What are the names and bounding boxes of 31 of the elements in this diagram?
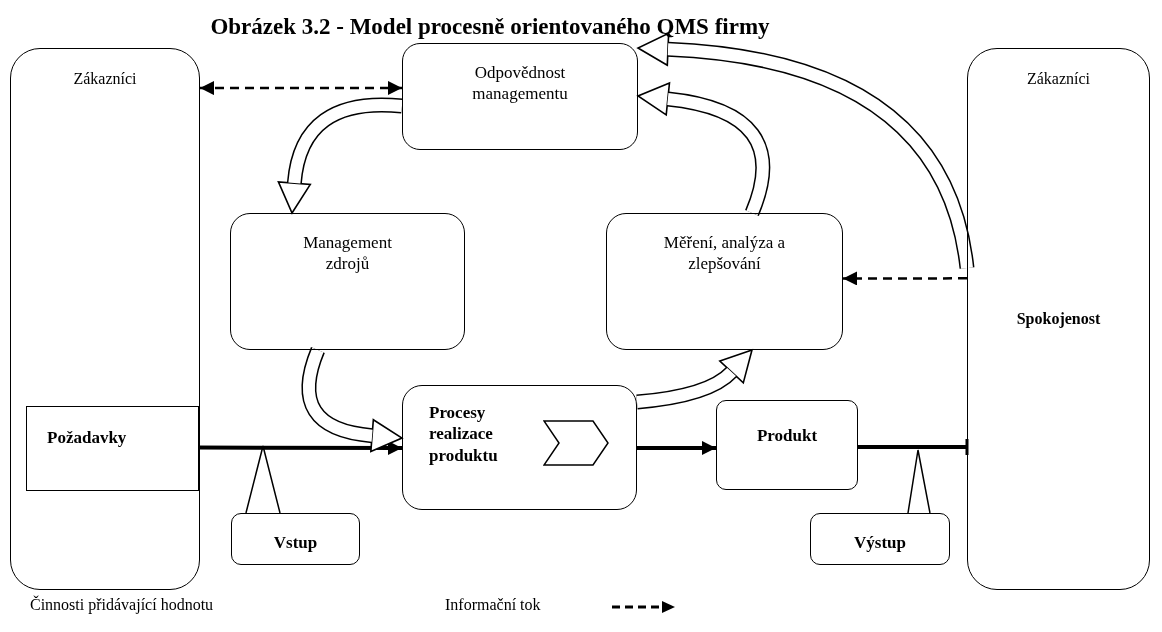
requirements-box: [26, 406, 199, 491]
process-box: [402, 385, 637, 510]
node-label: Měření, analýza a zlepšování: [662, 232, 787, 275]
customer-panel: [10, 48, 200, 590]
dashed-arrow: [200, 80, 402, 96]
callout-box: [231, 513, 360, 565]
process-box: [230, 213, 465, 350]
node-label: Odpovědnost managementu: [471, 62, 569, 105]
customer-panel: [967, 48, 1150, 590]
process-box: [402, 43, 638, 150]
node-body-label: Spokojenost: [1015, 309, 1102, 329]
product-box: [716, 400, 858, 490]
flow-arrow: [198, 440, 402, 455]
connector-line: [858, 437, 969, 457]
legend-label: Informační tok: [445, 596, 541, 614]
flow-arrow: [637, 441, 716, 455]
node-label: Výstup: [853, 532, 907, 554]
node-label: Zákazníci: [1025, 69, 1092, 89]
node-label: Vstup: [272, 532, 319, 554]
node-label: Produkt: [755, 425, 819, 447]
leader-line: [245, 445, 281, 514]
dashed-arrow: [843, 271, 967, 286]
callout-box: [810, 513, 950, 565]
node-label: Management zdrojů: [302, 232, 393, 275]
node-label: Procesy realizace produktu: [429, 402, 499, 466]
diagram-title: Obrázek 3.2 - Model procesně orientovaného QMS firmy: [209, 14, 771, 40]
node-label: Požadavky: [47, 427, 128, 449]
process-box: [606, 213, 843, 350]
legend-label: Činnosti přidávající hodnotu: [30, 596, 214, 614]
node-label: Zákazníci: [72, 69, 138, 89]
leader-line: [907, 449, 931, 514]
